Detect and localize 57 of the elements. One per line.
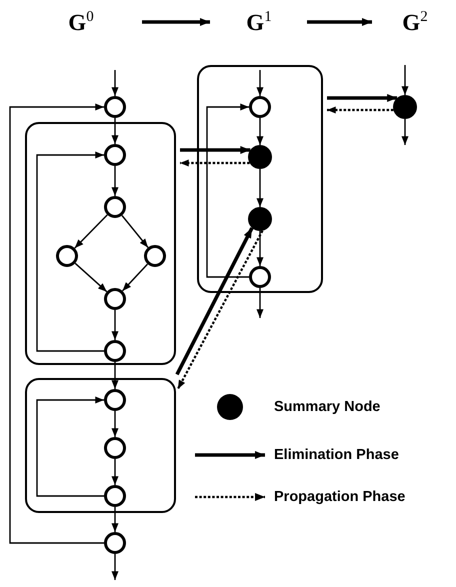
graph-node — [249, 266, 271, 288]
region-box — [25, 378, 176, 513]
arrow — [112, 118, 118, 144]
graph-level-label: G$^{0}$ — [60, 6, 102, 38]
arrow — [175, 227, 254, 376]
summary-node — [248, 145, 272, 169]
arrow — [112, 166, 118, 196]
arrow — [121, 215, 149, 248]
legend-label: Elimination Phase — [274, 447, 399, 463]
arrow — [36, 152, 104, 352]
arrow — [142, 18, 210, 26]
arrow — [112, 459, 118, 485]
arrow — [327, 94, 398, 102]
graph-node — [104, 389, 126, 411]
dotted-arrow — [327, 106, 394, 114]
arrow — [402, 65, 408, 95]
arrow — [256, 288, 264, 318]
arrow — [112, 507, 118, 532]
dotted-arrow — [176, 230, 264, 390]
arrow — [256, 231, 264, 266]
arrow — [122, 264, 148, 292]
region-box — [25, 122, 176, 365]
summary-node — [248, 207, 272, 231]
graph-level-label: G$^{2}$ — [394, 6, 436, 38]
arrow — [74, 214, 108, 249]
graph-node — [104, 340, 126, 362]
arrow — [256, 118, 264, 145]
arrow — [112, 411, 118, 437]
arrow — [402, 119, 408, 145]
arrow — [206, 104, 249, 278]
graph-node — [104, 96, 126, 118]
arrow — [256, 70, 264, 96]
graph-node — [104, 144, 126, 166]
arrow — [112, 310, 118, 340]
graph-node — [144, 245, 166, 267]
legend-label: Summary Node — [274, 399, 380, 415]
arrow — [112, 70, 118, 96]
summary-node — [393, 95, 417, 119]
graph-node — [104, 288, 126, 310]
graph-node — [104, 437, 126, 459]
graph-node — [104, 532, 126, 554]
arrow — [36, 396, 104, 497]
graph-level-label: G$^{1}$ — [238, 6, 280, 38]
graph-node — [56, 245, 78, 267]
region-box — [197, 65, 323, 293]
arrow — [112, 362, 118, 389]
graph-node — [249, 96, 271, 118]
arrow — [112, 554, 118, 580]
arrow — [9, 104, 104, 544]
graph-node — [104, 485, 126, 507]
arrow — [74, 262, 108, 292]
legend-label: Propagation Phase — [274, 489, 406, 505]
arrow — [307, 18, 372, 26]
arrow — [256, 169, 264, 207]
dotted-arrow — [180, 160, 250, 166]
graph-node — [104, 196, 126, 218]
arrow — [180, 146, 250, 154]
